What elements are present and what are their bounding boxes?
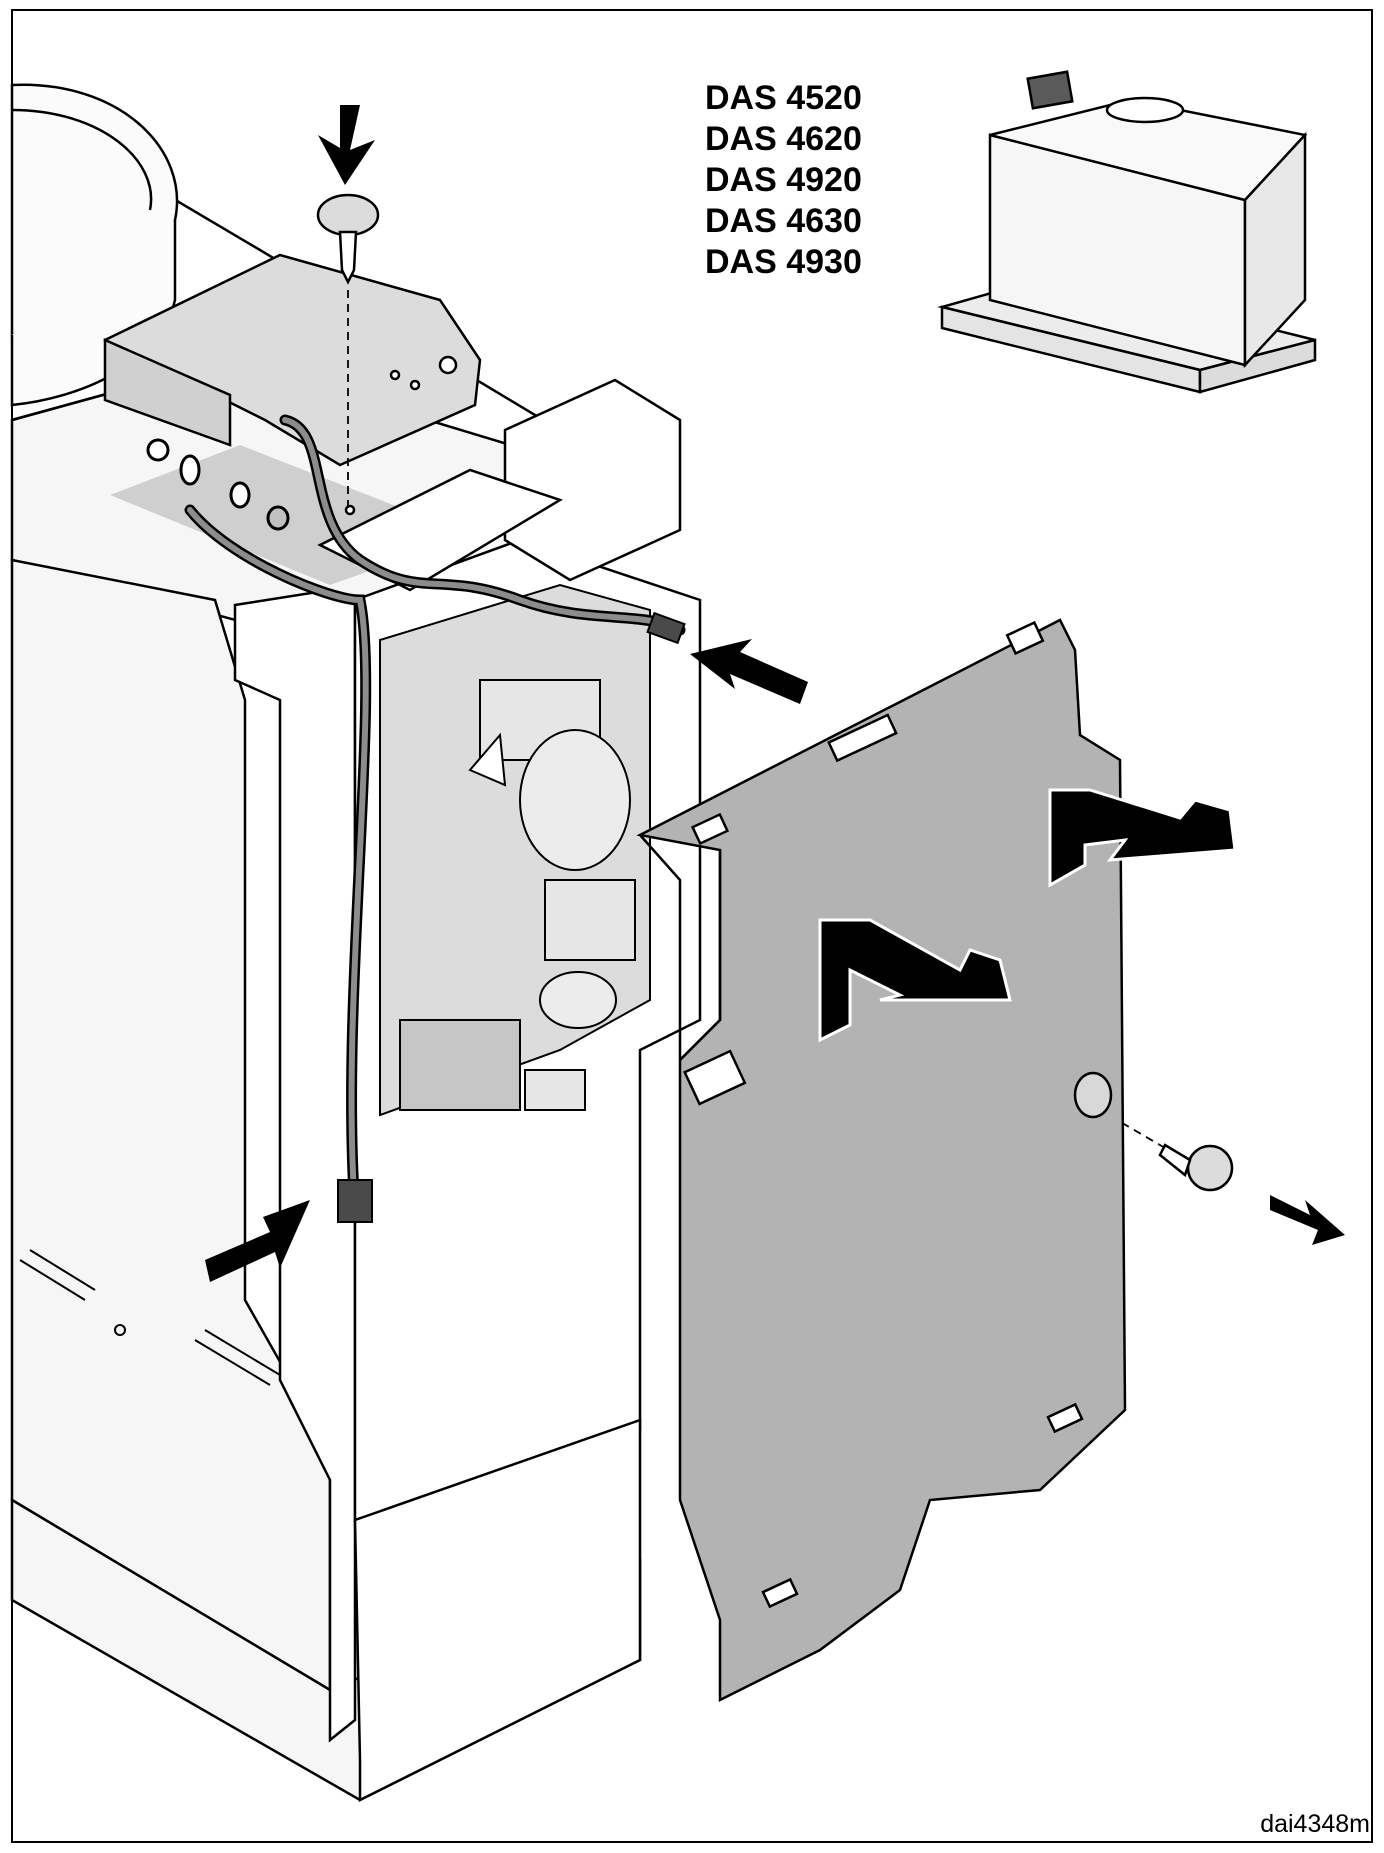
arrow-icon (818, 788, 1237, 1043)
ground-washers (146, 438, 290, 531)
model-label: DAS 4920 (705, 161, 862, 199)
ground-cable (184, 414, 686, 1216)
arrow-icon (1270, 1195, 1345, 1245)
figure-reference-code: dai4348m (1260, 1810, 1370, 1838)
arrow-icon (690, 639, 808, 704)
model-label: DAS 4620 (705, 120, 862, 158)
body-slots (19, 1249, 281, 1386)
inset-hood-illustration (937, 70, 1317, 394)
cover-panel (636, 618, 1127, 1703)
screw-icon (1099, 1109, 1234, 1192)
bracket-block (103, 253, 482, 516)
arrow-icon (205, 1200, 310, 1282)
cable-connector-upper (646, 611, 686, 645)
arrow-icon (318, 105, 375, 185)
model-label: DAS 4520 (705, 79, 862, 117)
model-label: DAS 4630 (705, 202, 862, 240)
cable-connector-lower (337, 1179, 373, 1223)
electronic-module (379, 583, 651, 1117)
screw-icon (316, 193, 380, 510)
model-list: DAS 4520 DAS 4620 DAS 4920 DAS 4630 DAS … (705, 78, 862, 283)
model-label: DAS 4930 (705, 243, 862, 281)
